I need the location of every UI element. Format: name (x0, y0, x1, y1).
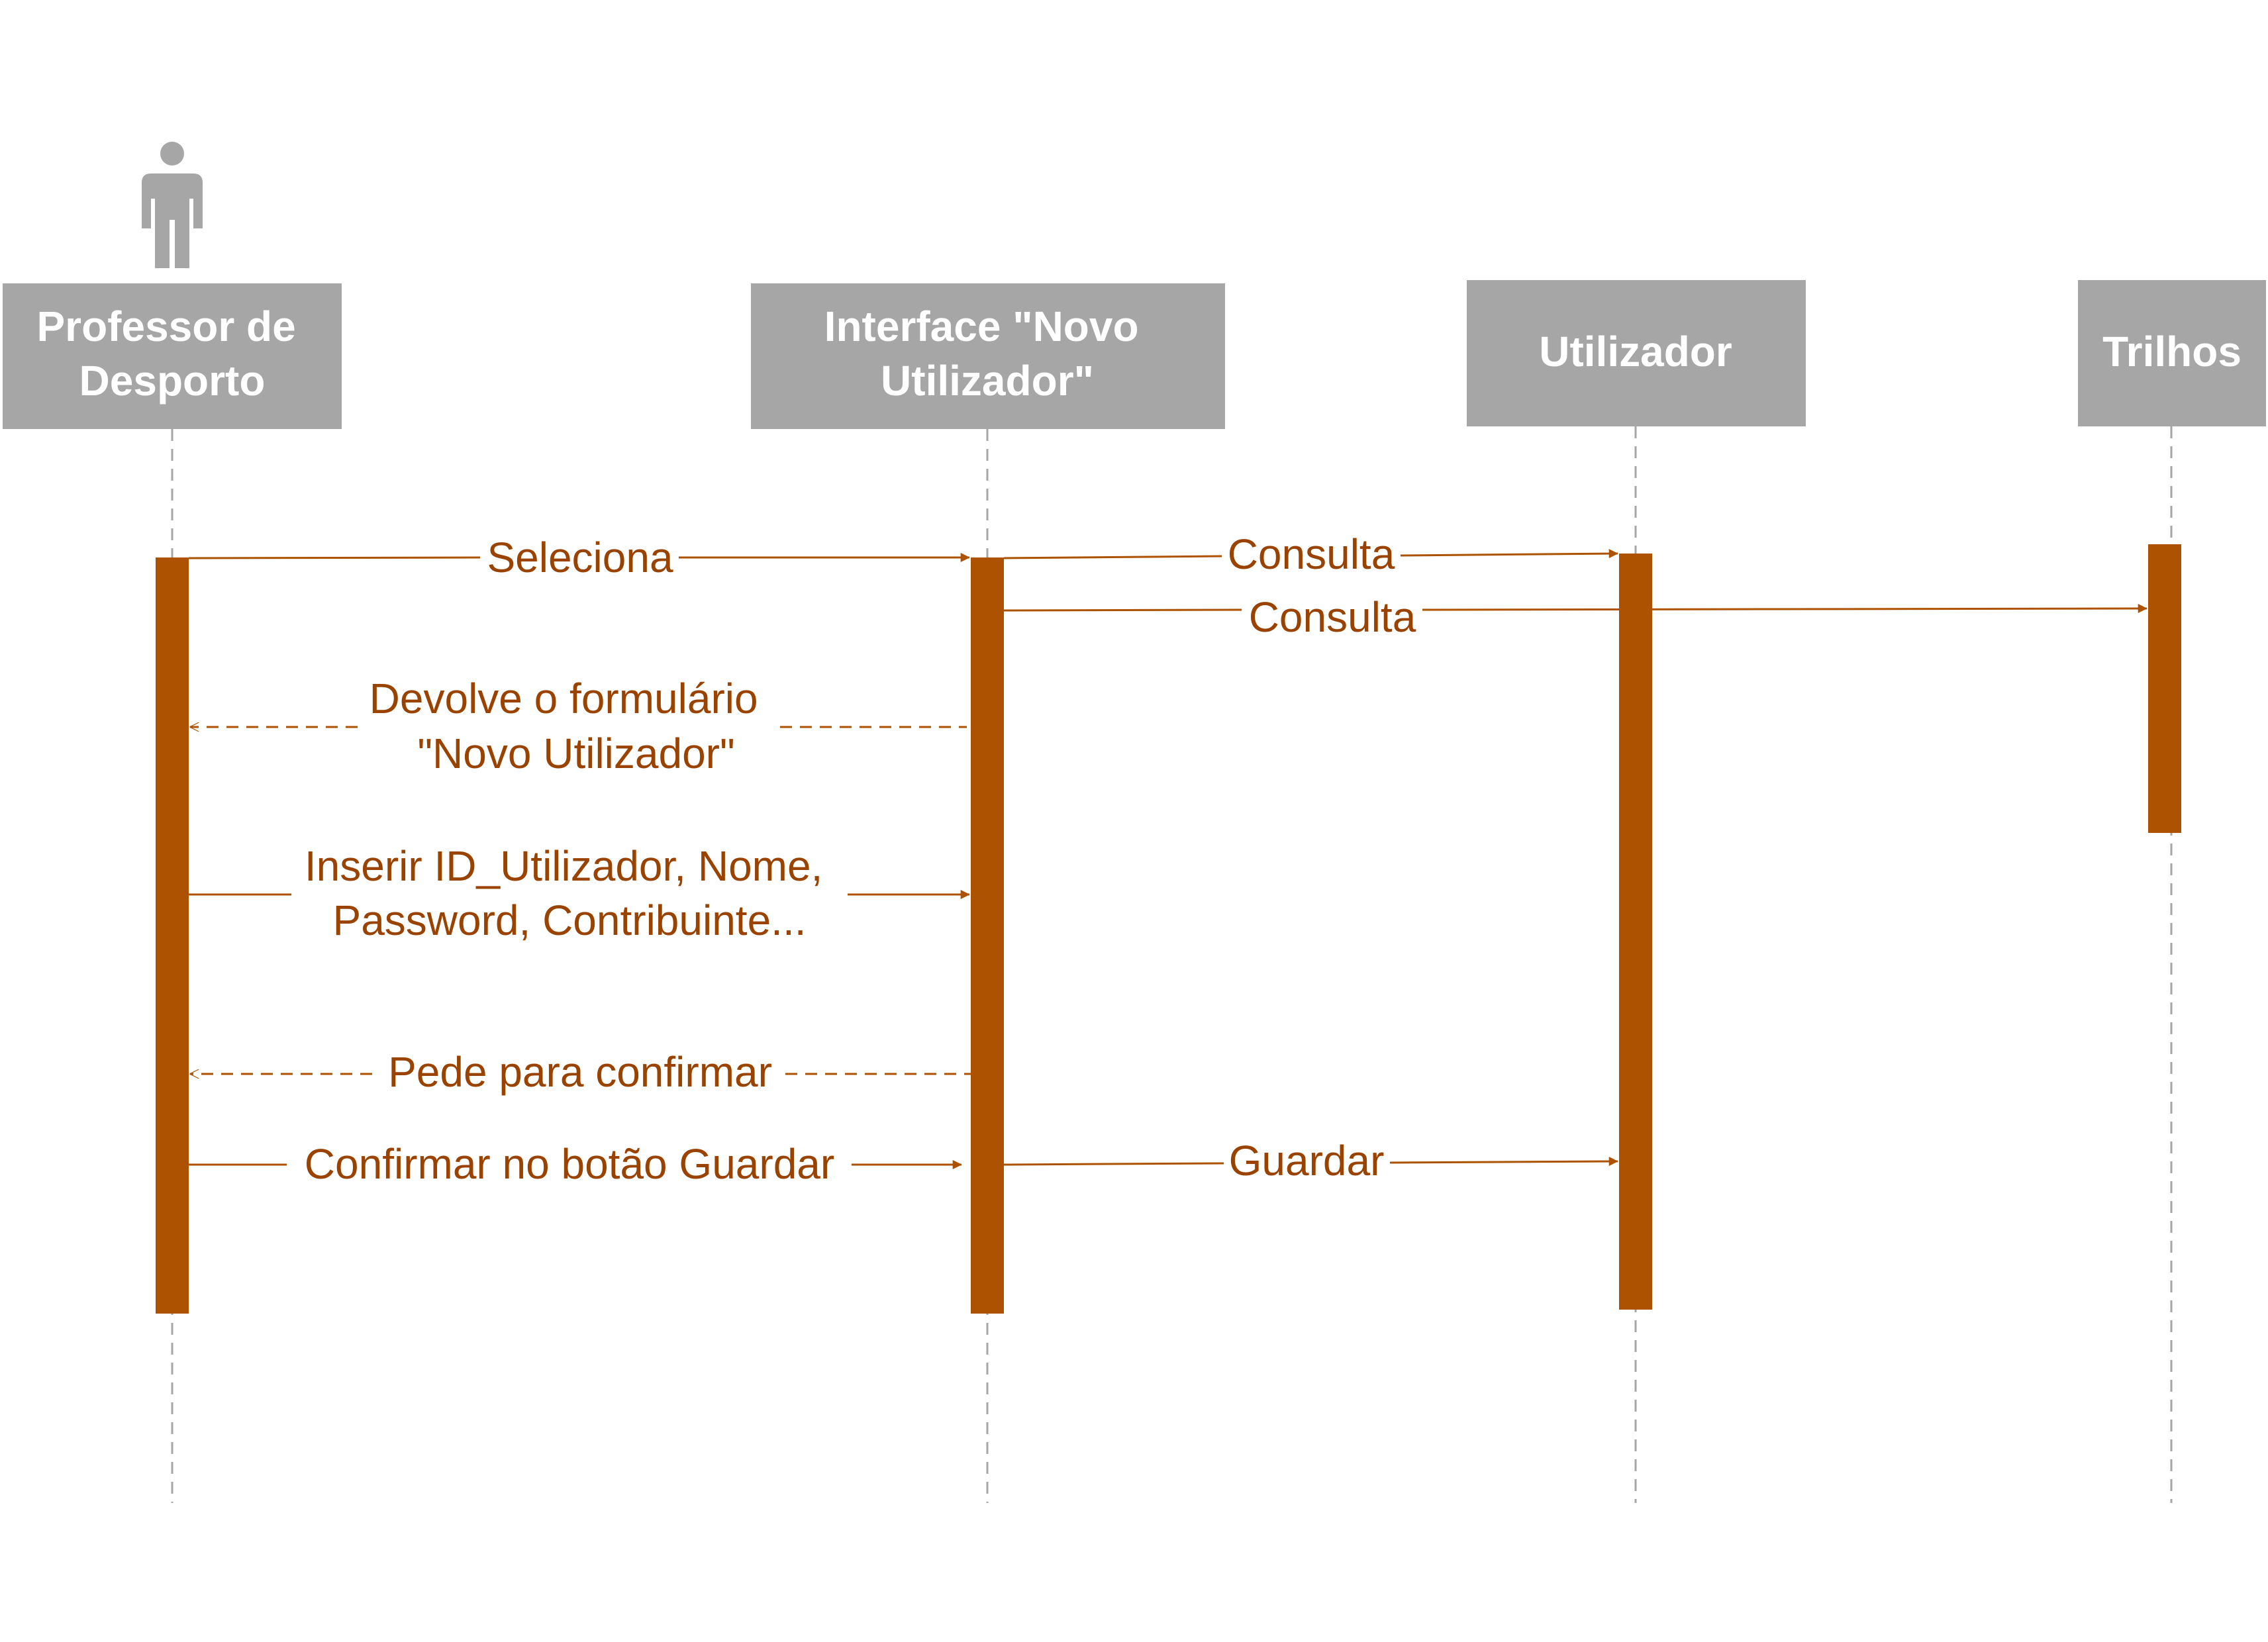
activation-bar-utilizador (1619, 554, 1652, 1310)
participant-interface: Interface "Novo Utilizador" (751, 283, 1225, 429)
participant-trilhos: Trilhos (2078, 280, 2266, 426)
participant-utilizador: Utilizador (1467, 280, 1806, 426)
svg-text:Utilizador: Utilizador (1539, 328, 1732, 375)
participant-label-line: Desporto (79, 357, 266, 405)
message-label: Guardar (1229, 1137, 1385, 1184)
participant-label-line: Utilizador" (881, 357, 1094, 405)
message-label: "Novo Utilizador" (417, 730, 734, 777)
message-confirmar: Confirmar no botão Guardar (189, 1140, 962, 1188)
message-label: Consulta (1228, 530, 1395, 578)
participant-label-line: Interface "Novo (824, 303, 1139, 350)
message-label: Pede para confirmar (388, 1048, 772, 1096)
message-line (1389, 1157, 1618, 1167)
activation-bar-interface (971, 557, 1004, 1314)
message-label: Consulta (1249, 593, 1416, 641)
svg-text:Trilhos: Trilhos (2102, 328, 2242, 375)
message-label: Confirmar no botão Guardar (305, 1140, 834, 1188)
message-line (188, 556, 481, 559)
activation-bar-trilhos (2148, 544, 2181, 833)
message-pede-confirmar: Pede para confirmar (190, 1048, 971, 1096)
participant-label-line: Professor de (36, 303, 295, 350)
message-seleciona: Seleciona (188, 534, 970, 581)
message-devolve: Devolve o formulário "Novo Utilizador" (190, 675, 967, 777)
svg-text:Interface "Novo Utilizad: Interface "Novo Utilizador" (824, 303, 1151, 405)
message-line (1003, 555, 1222, 559)
svg-text:Professor de Desporto: Professor de Desporto (36, 303, 307, 405)
message-inserir: Inserir ID_Utilizador, Nome, Password, C… (189, 842, 970, 944)
message-consulta-trilhos: Consulta (1003, 593, 2147, 641)
svg-text:Seleciona: Seleciona (487, 534, 673, 581)
participant-box (2078, 280, 2266, 426)
message-line (1400, 549, 1618, 559)
message-line (1003, 1162, 1224, 1166)
message-label: Password, Contribuinte... (333, 896, 807, 944)
message-label: Inserir ID_Utilizador, Nome, (305, 842, 822, 890)
participant-box (1467, 280, 1806, 426)
participant-professor: Professor de Desporto (3, 283, 342, 429)
participant-box (3, 283, 342, 429)
participant-label-line: Utilizador (1539, 328, 1732, 375)
person-icon (142, 142, 203, 268)
svg-text:Consulta: Consulta (1228, 530, 1395, 578)
svg-text:Pede para confirmar: Pede para confirmar (388, 1048, 772, 1096)
svg-text:Guardar: Guardar (1229, 1137, 1385, 1184)
message-line (1422, 604, 2147, 614)
message-label: Devolve o formulário (370, 675, 758, 722)
svg-text:Devolve o formulário "No: Devolve o formulário "Novo Utilizador" (370, 675, 770, 777)
message-guardar: Guardar (1003, 1137, 1618, 1184)
participant-box (751, 283, 1225, 429)
activation-bar-professor (156, 557, 189, 1314)
svg-text:Confirmar no botão Guardar: Confirmar no botão Guardar (305, 1140, 834, 1188)
svg-text:Consulta: Consulta (1249, 593, 1416, 641)
message-label: Seleciona (487, 534, 673, 581)
svg-text:Inserir ID_Utilizador, Nome,: Inserir ID_Utilizador, Nome, Password, C… (305, 842, 834, 944)
message-consulta-utilizador: Consulta (1003, 530, 1618, 578)
participant-label-line: Trilhos (2102, 328, 2242, 375)
